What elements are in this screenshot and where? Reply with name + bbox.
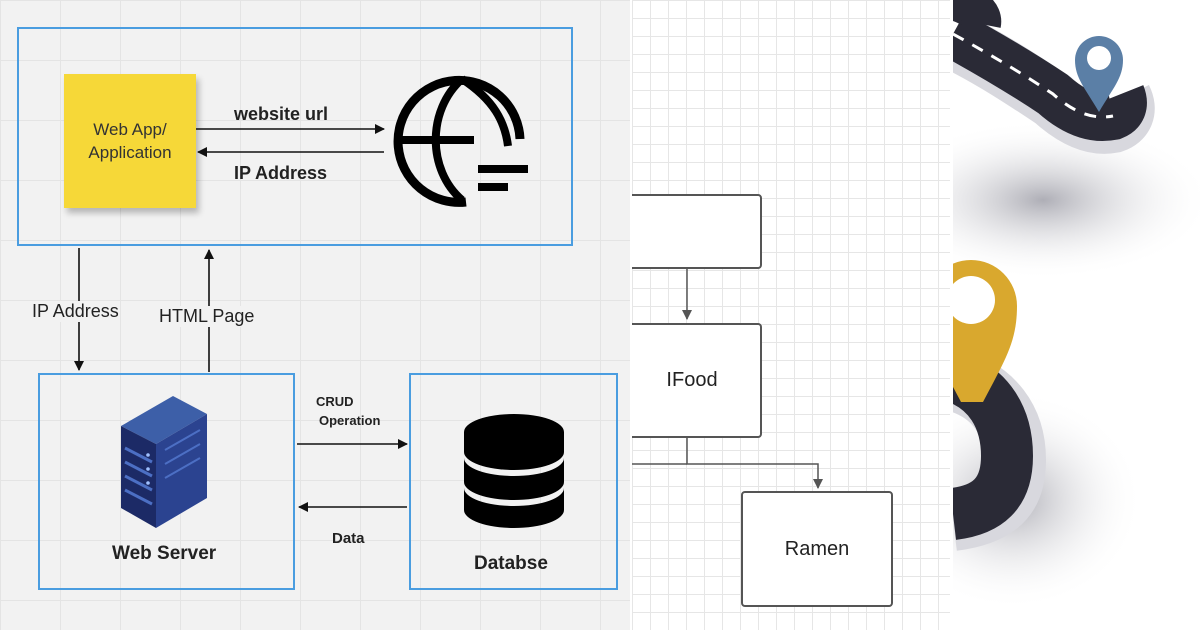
database-icon (464, 414, 564, 528)
road-illustration (953, 0, 1200, 630)
flowchart-node-ramen: Ramen (741, 491, 893, 607)
flowchart-node-ifood-label: IFood (666, 369, 718, 391)
crud-label-line2: Operation (319, 413, 381, 428)
map-pin-blue-icon (1075, 36, 1123, 112)
ip-address-server-label: IP Address (32, 301, 119, 322)
website-url-label: website url (234, 104, 329, 124)
web-app-label: Web App/ Application (88, 120, 172, 162)
html-page-label: HTML Page (159, 306, 255, 327)
web-server-label: Web Server (112, 543, 217, 564)
flowchart-connectors (632, 269, 823, 489)
flowchart-node-ramen-label: Ramen (784, 537, 850, 560)
web-app-sticky-note: Web App/ Application (64, 74, 196, 208)
flowchart-node-top (632, 194, 762, 269)
flowchart-node-ifood: IFood (632, 323, 762, 438)
ip-address-response-label: IP Address (234, 163, 328, 183)
server-icon (121, 396, 207, 528)
map-pin-yellow-icon (953, 260, 1017, 402)
data-label: Data (332, 530, 365, 547)
panel-divider-right (950, 0, 953, 630)
panel-divider-left (630, 0, 633, 630)
database-label: Databse (474, 553, 548, 574)
crud-label-line1: CRUD (316, 394, 354, 409)
database-box (409, 373, 618, 590)
client-group-box (17, 27, 573, 246)
connector-ifood-to-ramen (686, 438, 823, 489)
flowchart-canvas: IFood Ramen (632, 0, 950, 630)
architecture-diagram: Web App/ Application (0, 0, 630, 630)
globe-icon (393, 75, 528, 207)
architecture-connectors (74, 75, 564, 528)
web-server-box (38, 373, 295, 590)
road-graphic (953, 0, 1200, 610)
